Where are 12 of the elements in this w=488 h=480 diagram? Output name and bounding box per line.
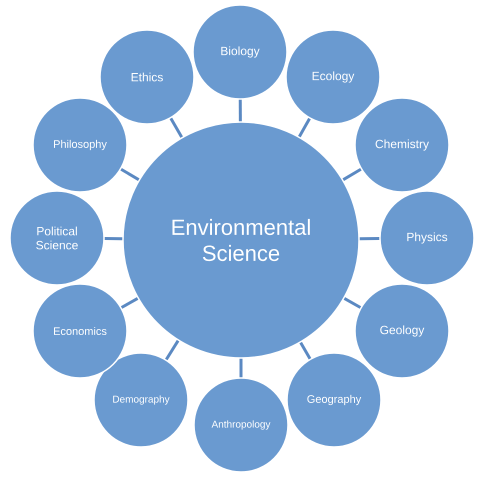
connector-line <box>298 118 311 138</box>
connector-line <box>240 358 242 378</box>
connector-line <box>344 297 362 309</box>
connector-line <box>299 342 312 360</box>
connector-line <box>238 100 242 122</box>
connector-line <box>120 297 138 309</box>
connector-line <box>120 168 140 181</box>
connector-line <box>342 168 362 181</box>
connector-line <box>165 340 180 360</box>
connector-line <box>104 237 122 240</box>
connector-line <box>360 237 380 240</box>
connector-line <box>170 118 183 138</box>
